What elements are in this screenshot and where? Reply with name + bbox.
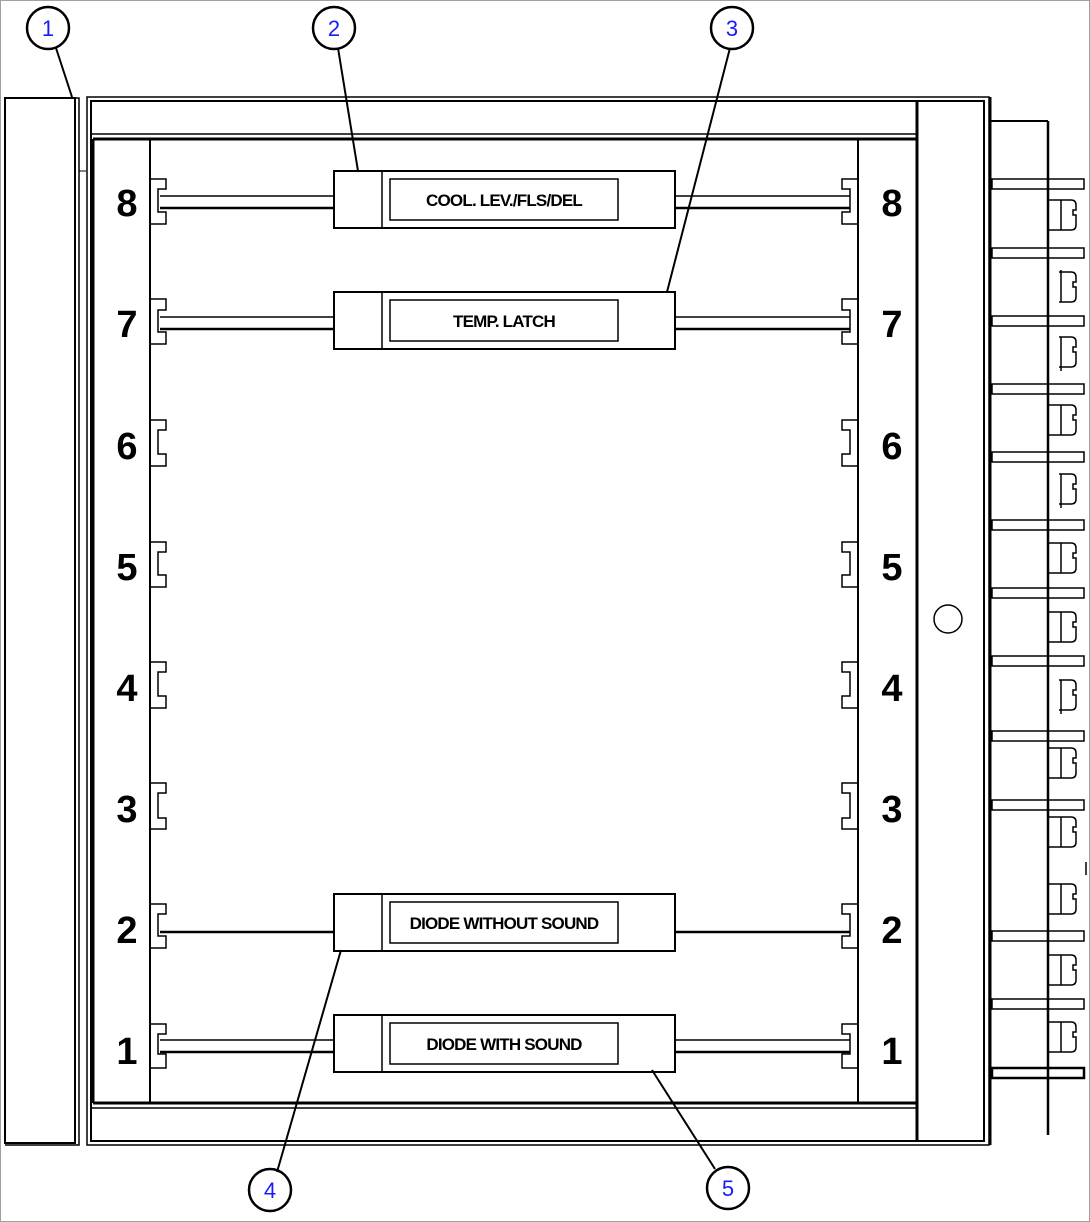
screw-icon bbox=[1059, 473, 1077, 508]
screw-icon bbox=[1059, 679, 1077, 714]
screw-icon bbox=[1049, 542, 1077, 574]
screw-icon bbox=[1049, 611, 1077, 643]
callout-circles bbox=[25, 5, 755, 1213]
slot-numbers-left: 8 7 6 5 4 3 2 1 bbox=[116, 183, 137, 1073]
screw-icon bbox=[1049, 816, 1077, 848]
screw-icon bbox=[1059, 270, 1077, 303]
slot-numbers-right: 8 7 6 5 4 3 2 1 bbox=[881, 183, 902, 1073]
slot-label: 4 bbox=[881, 668, 902, 710]
callout-1: 1 bbox=[42, 16, 54, 41]
rack-frame bbox=[86, 96, 992, 1146]
slot-label: 5 bbox=[116, 547, 137, 589]
side-cover-panel bbox=[4, 97, 86, 1146]
screw-icon bbox=[1049, 747, 1077, 779]
slot-label: 6 bbox=[116, 426, 137, 468]
slot-label: 8 bbox=[116, 183, 137, 225]
slot-label: 6 bbox=[881, 426, 902, 468]
terminal-strip bbox=[990, 120, 1086, 1135]
slot-label: 3 bbox=[881, 789, 902, 831]
callout-2: 2 bbox=[328, 16, 340, 41]
slot-label: 7 bbox=[881, 304, 902, 346]
callout-numbers: 1 2 3 4 5 bbox=[42, 16, 738, 1203]
slot-label: 5 bbox=[881, 547, 902, 589]
callout-4: 4 bbox=[264, 1178, 276, 1203]
terminal-screws bbox=[1049, 199, 1087, 1053]
callout-5: 5 bbox=[722, 1176, 734, 1201]
module-slot-7[interactable] bbox=[333, 291, 676, 350]
screw-icon bbox=[1049, 883, 1077, 915]
callout-leaders bbox=[55, 47, 731, 1173]
slot-label: 7 bbox=[116, 304, 137, 346]
slot-label: 2 bbox=[116, 910, 137, 952]
slot-label: 1 bbox=[881, 1031, 902, 1073]
latch-hole-icon bbox=[933, 604, 963, 634]
module-slot-2[interactable] bbox=[333, 893, 676, 952]
module-label-cool-lev: COOL. LEV./FLS/DEL bbox=[426, 191, 582, 210]
screw-icon bbox=[1059, 336, 1077, 371]
screw-icon bbox=[1049, 1021, 1077, 1053]
right-slot-clips bbox=[841, 178, 857, 1069]
slot-label: 2 bbox=[881, 910, 902, 952]
screw-icon bbox=[1049, 199, 1077, 231]
slot-label: 3 bbox=[116, 789, 137, 831]
module-rails bbox=[160, 195, 850, 1054]
slot-label: 8 bbox=[881, 183, 902, 225]
screw-icon bbox=[1049, 954, 1077, 986]
module-label-temp-latch: TEMP. LATCH bbox=[453, 312, 556, 331]
slot-label: 1 bbox=[116, 1031, 137, 1073]
module-slot-1[interactable] bbox=[333, 1014, 676, 1073]
callout-3: 3 bbox=[726, 16, 738, 41]
module-slot-8[interactable] bbox=[333, 170, 676, 229]
module-labels: COOL. LEV./FLS/DEL TEMP. LATCH DIODE WIT… bbox=[410, 191, 600, 1054]
screw-icon bbox=[1049, 404, 1077, 436]
slot-label: 4 bbox=[116, 668, 137, 710]
module-label-diode-without-sound: DIODE WITHOUT SOUND bbox=[410, 914, 599, 933]
module-label-diode-with-sound: DIODE WITH SOUND bbox=[426, 1035, 582, 1054]
left-slot-clips bbox=[151, 178, 167, 1069]
